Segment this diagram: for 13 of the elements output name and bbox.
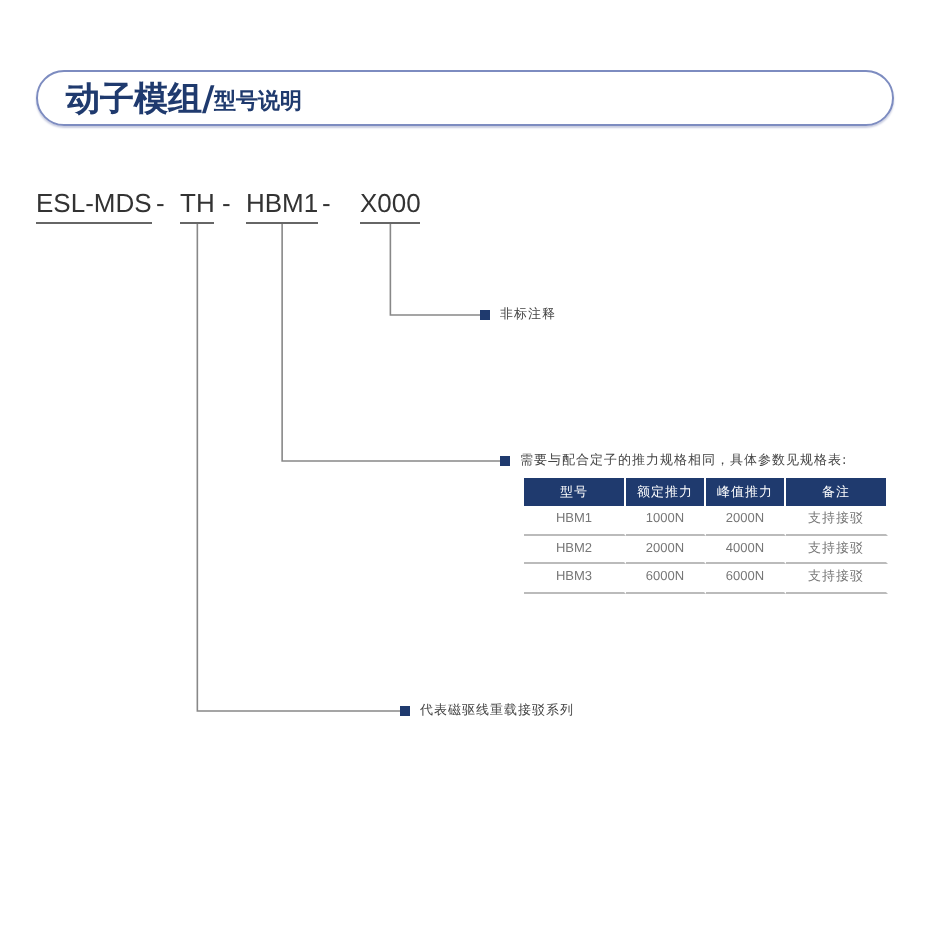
code-segment: HBM1	[246, 188, 319, 224]
separator-dash: -	[322, 188, 331, 222]
separator-dash: -	[222, 188, 231, 222]
leader-line	[389, 223, 481, 316]
separator-dash: -	[156, 188, 165, 222]
code-segment: ESL-MDS	[36, 188, 152, 224]
code-segment: TH	[180, 188, 215, 224]
leader-line	[281, 223, 501, 462]
title-banner	[36, 70, 894, 126]
title-text: 动子模组/	[66, 77, 215, 121]
leader-line	[196, 223, 401, 712]
code-segment: X000	[360, 188, 421, 224]
subtitle-text: 型号说明	[214, 88, 303, 116]
